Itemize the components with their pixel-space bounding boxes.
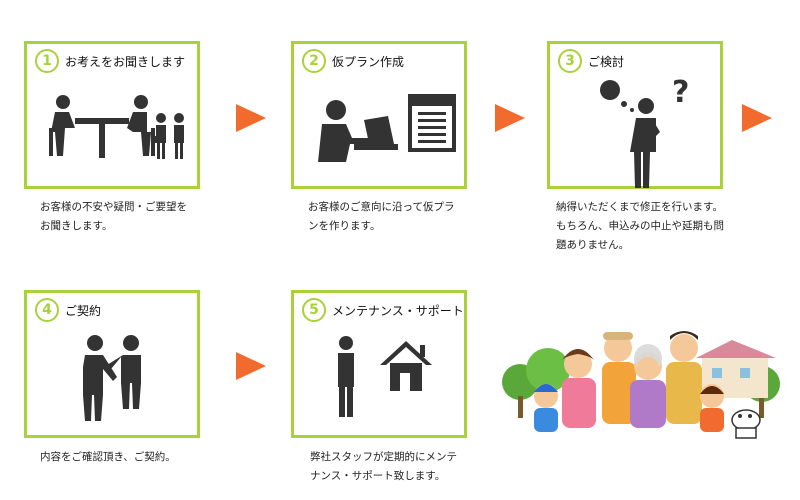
step-card-5: 5 メンテナンス・サポート bbox=[291, 290, 467, 438]
step-number: 1 bbox=[35, 49, 59, 73]
step-description-5: 弊社スタッフが定期的にメンテ ナンス・サポート致します。 bbox=[310, 448, 457, 486]
step-description-1: お客様の不安や疑問・ご要望を お聞きします。 bbox=[40, 198, 187, 236]
svg-text:?: ? bbox=[672, 78, 689, 110]
desc-line: お客様の不安や疑問・ご要望を bbox=[40, 201, 187, 213]
desc-line: ンを作ります。 bbox=[308, 220, 381, 232]
step-title: ご契約 bbox=[65, 304, 102, 318]
step-number: 4 bbox=[35, 298, 59, 322]
desc-line: 弊社スタッフが定期的にメンテ bbox=[310, 451, 457, 463]
handshake-icon bbox=[83, 335, 141, 421]
step-title: 仮プラン作成 bbox=[332, 55, 405, 69]
step-title: メンテナンス・サポート bbox=[332, 304, 464, 318]
desc-line: 内容をご確認頂き、ご契約。 bbox=[40, 451, 176, 463]
step-description-4: 内容をご確認頂き、ご契約。 bbox=[40, 448, 176, 467]
step-description-2: お客様のご意向に沿って仮プラ ンを作ります。 bbox=[308, 198, 454, 236]
laptop-document-icon bbox=[318, 94, 456, 162]
step-card-3: 3 ご検討 ? bbox=[547, 41, 723, 189]
desc-line: 題ありません。 bbox=[556, 239, 630, 251]
desc-line: 納得いただくまで修正を行います。 bbox=[556, 201, 723, 213]
next-arrow-3 bbox=[742, 104, 772, 132]
desc-line: お客様のご意向に沿って仮プラ bbox=[308, 201, 455, 213]
step-card-4: 4 ご契約 bbox=[24, 290, 200, 438]
desc-line: ナンス・サポート致します。 bbox=[310, 470, 446, 482]
step-card-1: 1 お考えをお聞きします bbox=[24, 41, 200, 189]
next-arrow-2 bbox=[495, 104, 525, 132]
staff-house-icon bbox=[338, 336, 432, 417]
step-number: 2 bbox=[302, 49, 326, 73]
step-title: ご検討 bbox=[588, 55, 625, 69]
desc-line: お聞きします。 bbox=[40, 220, 113, 232]
family-illustration bbox=[500, 331, 790, 448]
step-number: 5 bbox=[302, 298, 326, 322]
step-number: 3 bbox=[558, 49, 582, 73]
next-arrow-1 bbox=[236, 104, 266, 132]
next-arrow-4 bbox=[236, 352, 266, 380]
step-description-3: 納得いただくまで修正を行います。 もちろん、申込みの中止や延期も問 題ありません… bbox=[556, 198, 724, 255]
desc-line: もちろん、申込みの中止や延期も問 bbox=[556, 220, 724, 232]
step-card-2: 2 仮プラン作成 bbox=[291, 41, 467, 189]
meeting-icon bbox=[49, 95, 184, 159]
step-title: お考えをお聞きします bbox=[65, 55, 186, 69]
thinking-person-icon: ? bbox=[600, 78, 689, 188]
